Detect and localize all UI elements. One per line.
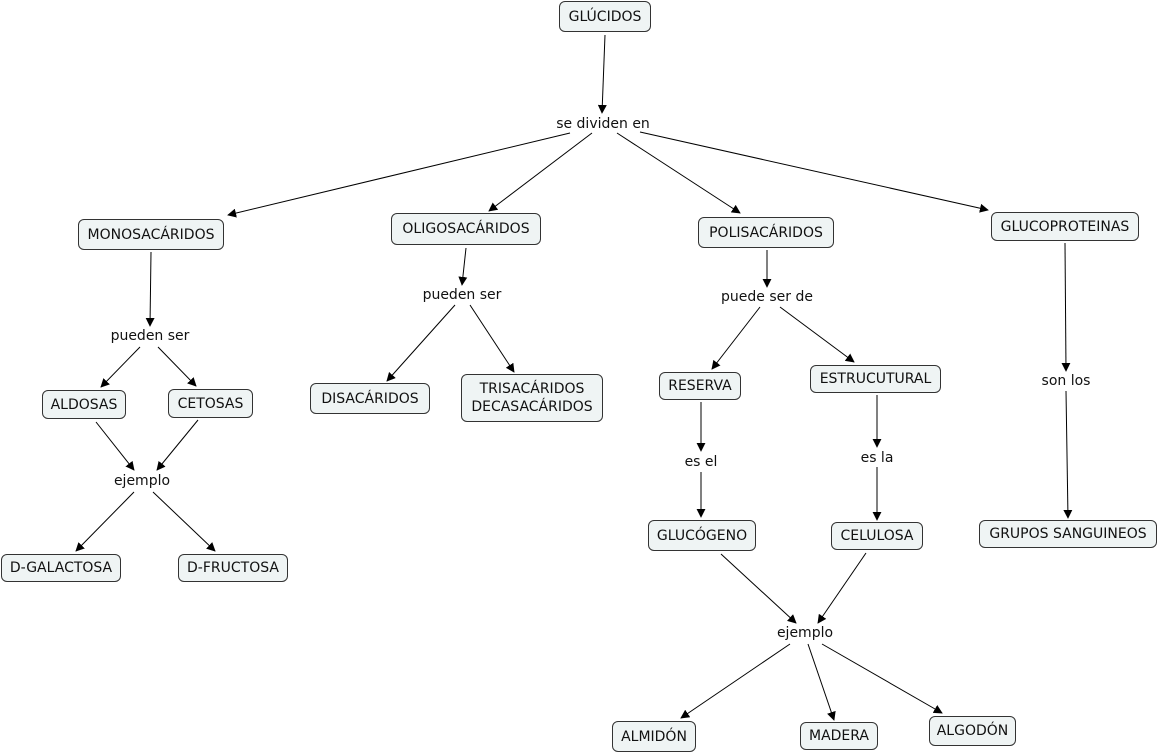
- link-ejemplo-to-algodon: [821, 643, 943, 714]
- concept-oligosacaridos: OLIGOSACÁRIDOS: [391, 213, 541, 245]
- phrase-pueden-ser-mono: pueden ser: [110, 328, 190, 344]
- concept-madera: MADERA: [800, 722, 878, 750]
- concept-glucoproteinas: GLUCOPROTEINAS: [991, 212, 1139, 241]
- link-puede-ser-de-to-reserva: [711, 306, 761, 370]
- link-se-dividen-en-to-oligosacaridos: [488, 132, 593, 212]
- concept-algodon: ALGODÓN: [929, 716, 1016, 746]
- concept-aldosas: ALDOSAS: [42, 390, 126, 419]
- link-ejemplo-to-madera: [807, 643, 836, 721]
- link-ejemplo-to-d-galactosa: [75, 491, 135, 552]
- link-se-dividen-en-to-glucoproteinas: [639, 131, 989, 213]
- concept-disacaridos: DISACÁRIDOS: [310, 383, 430, 414]
- link-glucoproteinas-to-son-los: [1061, 242, 1071, 372]
- link-glucidos-to-se-dividen-en: [597, 34, 607, 114]
- concept-almidon: ALMIDÓN: [612, 721, 696, 752]
- link-monosacaridos-to-pueden-ser: [145, 251, 155, 327]
- phrase-ejemplo-mono: ejemplo: [113, 473, 171, 489]
- concept-glucidos: GLÚCIDOS: [559, 1, 651, 32]
- concept-reserva: RESERVA: [659, 372, 741, 400]
- phrase-puede-ser-de: puede ser de: [721, 289, 813, 305]
- concept-glucogeno: GLUCÓGENO: [648, 520, 756, 551]
- phrase-es-la: es la: [860, 450, 894, 466]
- concept-cetosas: CETOSAS: [168, 389, 253, 418]
- phrase-ejemplo-poli: ejemplo: [776, 625, 834, 641]
- link-pueden-ser-to-trisacaridos: [469, 304, 515, 373]
- phrase-pueden-ser-oligo: pueden ser: [422, 287, 502, 303]
- link-pueden-ser-to-disacaridos: [386, 304, 456, 382]
- link-pueden-ser-to-aldosas: [100, 346, 141, 388]
- link-aldosas-to-ejemplo: [95, 421, 135, 471]
- link-son-los-to-grupos-sanguineos: [1063, 390, 1073, 519]
- link-se-dividen-en-to-polisacaridos: [616, 132, 741, 214]
- link-puede-ser-de-to-estrucutural: [779, 306, 855, 363]
- concept-polisacaridos: POLISACÁRIDOS: [698, 217, 834, 248]
- phrase-se-dividen-en: se dividen en: [556, 116, 650, 132]
- link-celulosa-to-ejemplo: [817, 552, 867, 624]
- link-glucogeno-to-ejemplo: [720, 553, 797, 624]
- link-se-dividen-en-to-monosacaridos: [227, 132, 571, 218]
- link-oligosacaridos-to-pueden-ser: [458, 247, 468, 286]
- link-pueden-ser-to-cetosas: [157, 346, 197, 387]
- phrase-son-los: son los: [1041, 373, 1091, 389]
- link-ejemplo-to-almidon: [680, 643, 791, 719]
- link-cetosas-to-ejemplo: [156, 419, 199, 471]
- phrase-es-el: es el: [684, 454, 718, 470]
- concept-monosacaridos: MONOSACÁRIDOS: [78, 219, 224, 250]
- concept-d-fructosa: D-FRUCTOSA: [178, 554, 288, 582]
- concept-estrucutural: ESTRUCUTURAL: [810, 365, 941, 393]
- concept-trisacaridos-decasacaridos: TRISACÁRIDOS DECASACÁRIDOS: [461, 374, 603, 422]
- link-ejemplo-to-d-fructosa: [152, 491, 216, 552]
- concept-grupos-sanguineos: GRUPOS SANGUINEOS: [979, 520, 1157, 548]
- concept-celulosa: CELULOSA: [831, 522, 923, 550]
- concept-d-galactosa: D-GALACTOSA: [1, 554, 121, 582]
